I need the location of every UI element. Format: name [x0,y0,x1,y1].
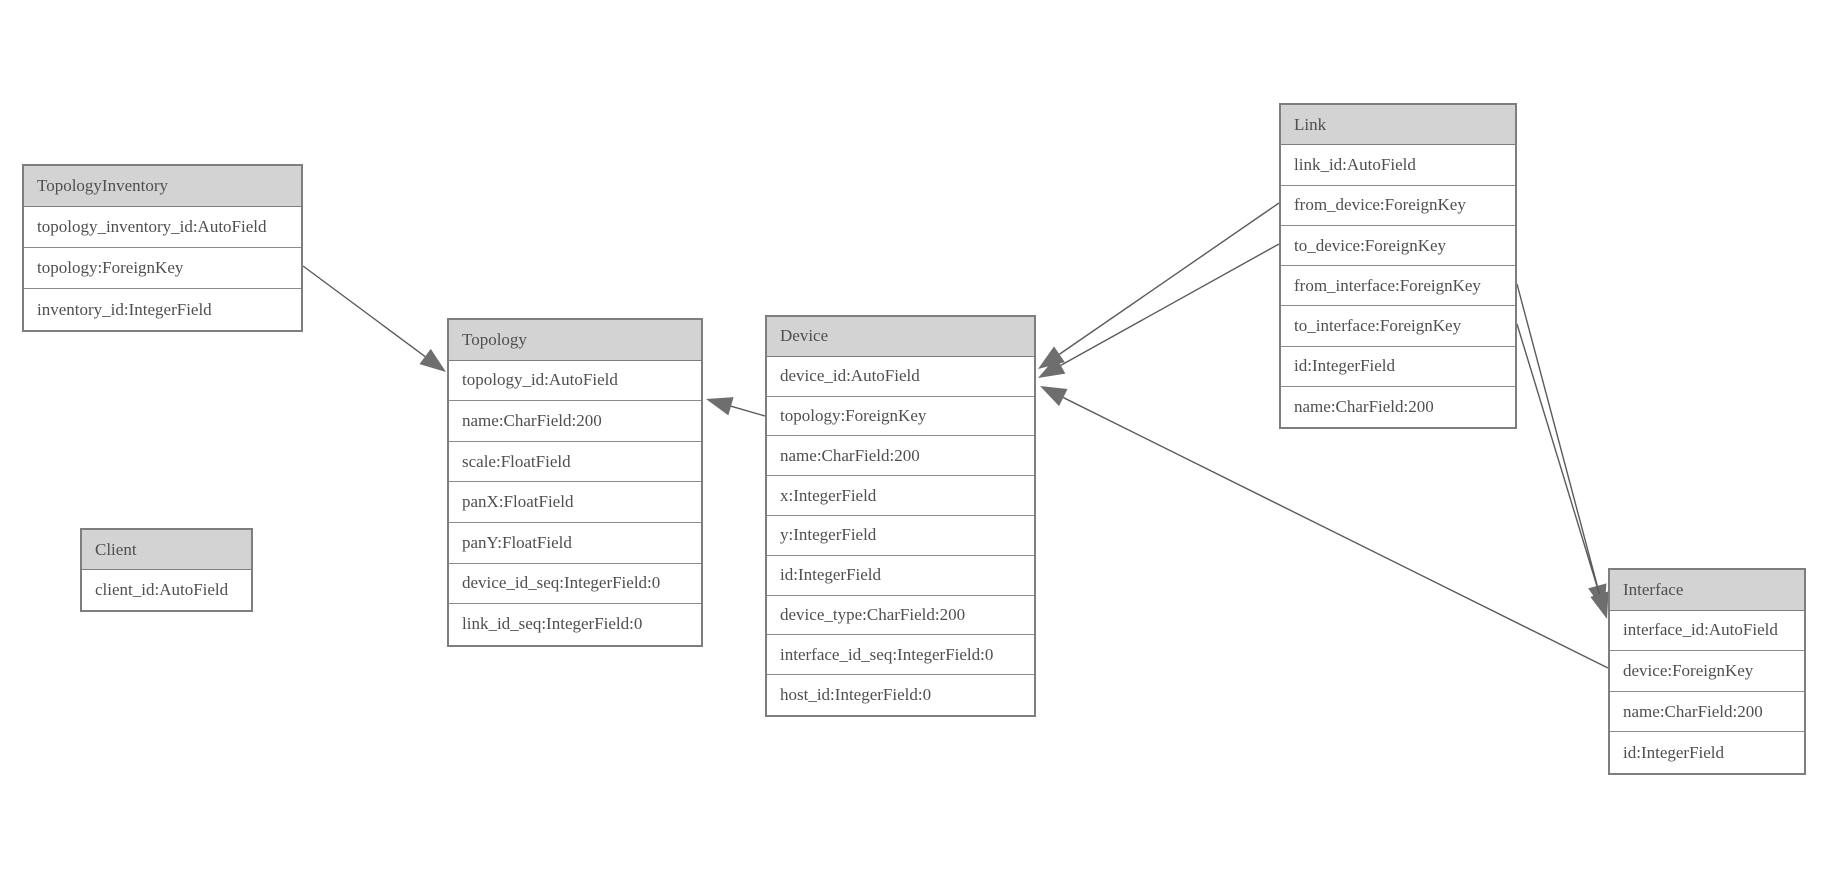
field-row: topology:ForeignKey [24,248,301,289]
field-row: topology_id:AutoField [449,360,701,402]
field-row: from_device:ForeignKey [1281,185,1515,226]
relationship-line [1059,202,1280,355]
field-row: link_id:AutoField [1281,145,1515,186]
entity-title: Topology [449,320,701,361]
field-row: host_id:IntegerField:0 [767,675,1034,715]
entity-title: Interface [1610,570,1804,611]
entity-title: Link [1281,105,1515,146]
arrowhead-icon [1040,386,1068,407]
entity-title: Client [82,530,251,570]
field-row: y:IntegerField [767,515,1034,556]
field-row: inventory_id:IntegerField [24,289,301,330]
field-row: to_interface:ForeignKey [1281,306,1515,347]
arrowhead-icon [1038,357,1066,378]
field-row: device_type:CharField:200 [767,595,1034,636]
field-row: topology_inventory_id:AutoField [24,207,301,248]
field-row: interface_id_seq:IntegerField:0 [767,635,1034,676]
field-row: name:CharField:200 [767,436,1034,477]
field-row: name:CharField:200 [1610,691,1804,733]
relationship-line [1516,323,1601,595]
field-row: from_interface:ForeignKey [1281,266,1515,307]
field-row: client_id:AutoField [82,570,251,610]
field-row: x:IntegerField [767,476,1034,516]
relationship-line [302,265,426,358]
field-row: scale:FloatField [449,441,701,483]
arrowhead-icon [706,397,734,416]
field-row: name:CharField:200 [1281,387,1515,428]
field-row: panY:FloatField [449,522,701,564]
field-row: id:IntegerField [767,555,1034,596]
relationship-line [1062,396,1609,669]
field-row: device:ForeignKey [1610,651,1804,692]
field-row: device_id_seq:IntegerField:0 [449,563,701,605]
relationship-line [1060,243,1280,366]
entity-title: Device [767,317,1034,357]
relationship-line [1516,283,1598,587]
arrowhead-icon [1590,591,1609,619]
field-row: interface_id:AutoField [1610,610,1804,652]
field-row: name:CharField:200 [449,401,701,442]
field-row: panX:FloatField [449,482,701,523]
field-row: link_id_seq:IntegerField:0 [449,604,701,645]
relationship-line [730,405,766,417]
entity-title: TopologyInventory [24,166,301,207]
field-row: topology:ForeignKey [767,396,1034,437]
arrowhead-icon [419,348,446,372]
field-row: id:IntegerField [1610,732,1804,773]
field-row: device_id:AutoField [767,356,1034,397]
field-row: id:IntegerField [1281,346,1515,388]
field-row: to_device:ForeignKey [1281,225,1515,267]
